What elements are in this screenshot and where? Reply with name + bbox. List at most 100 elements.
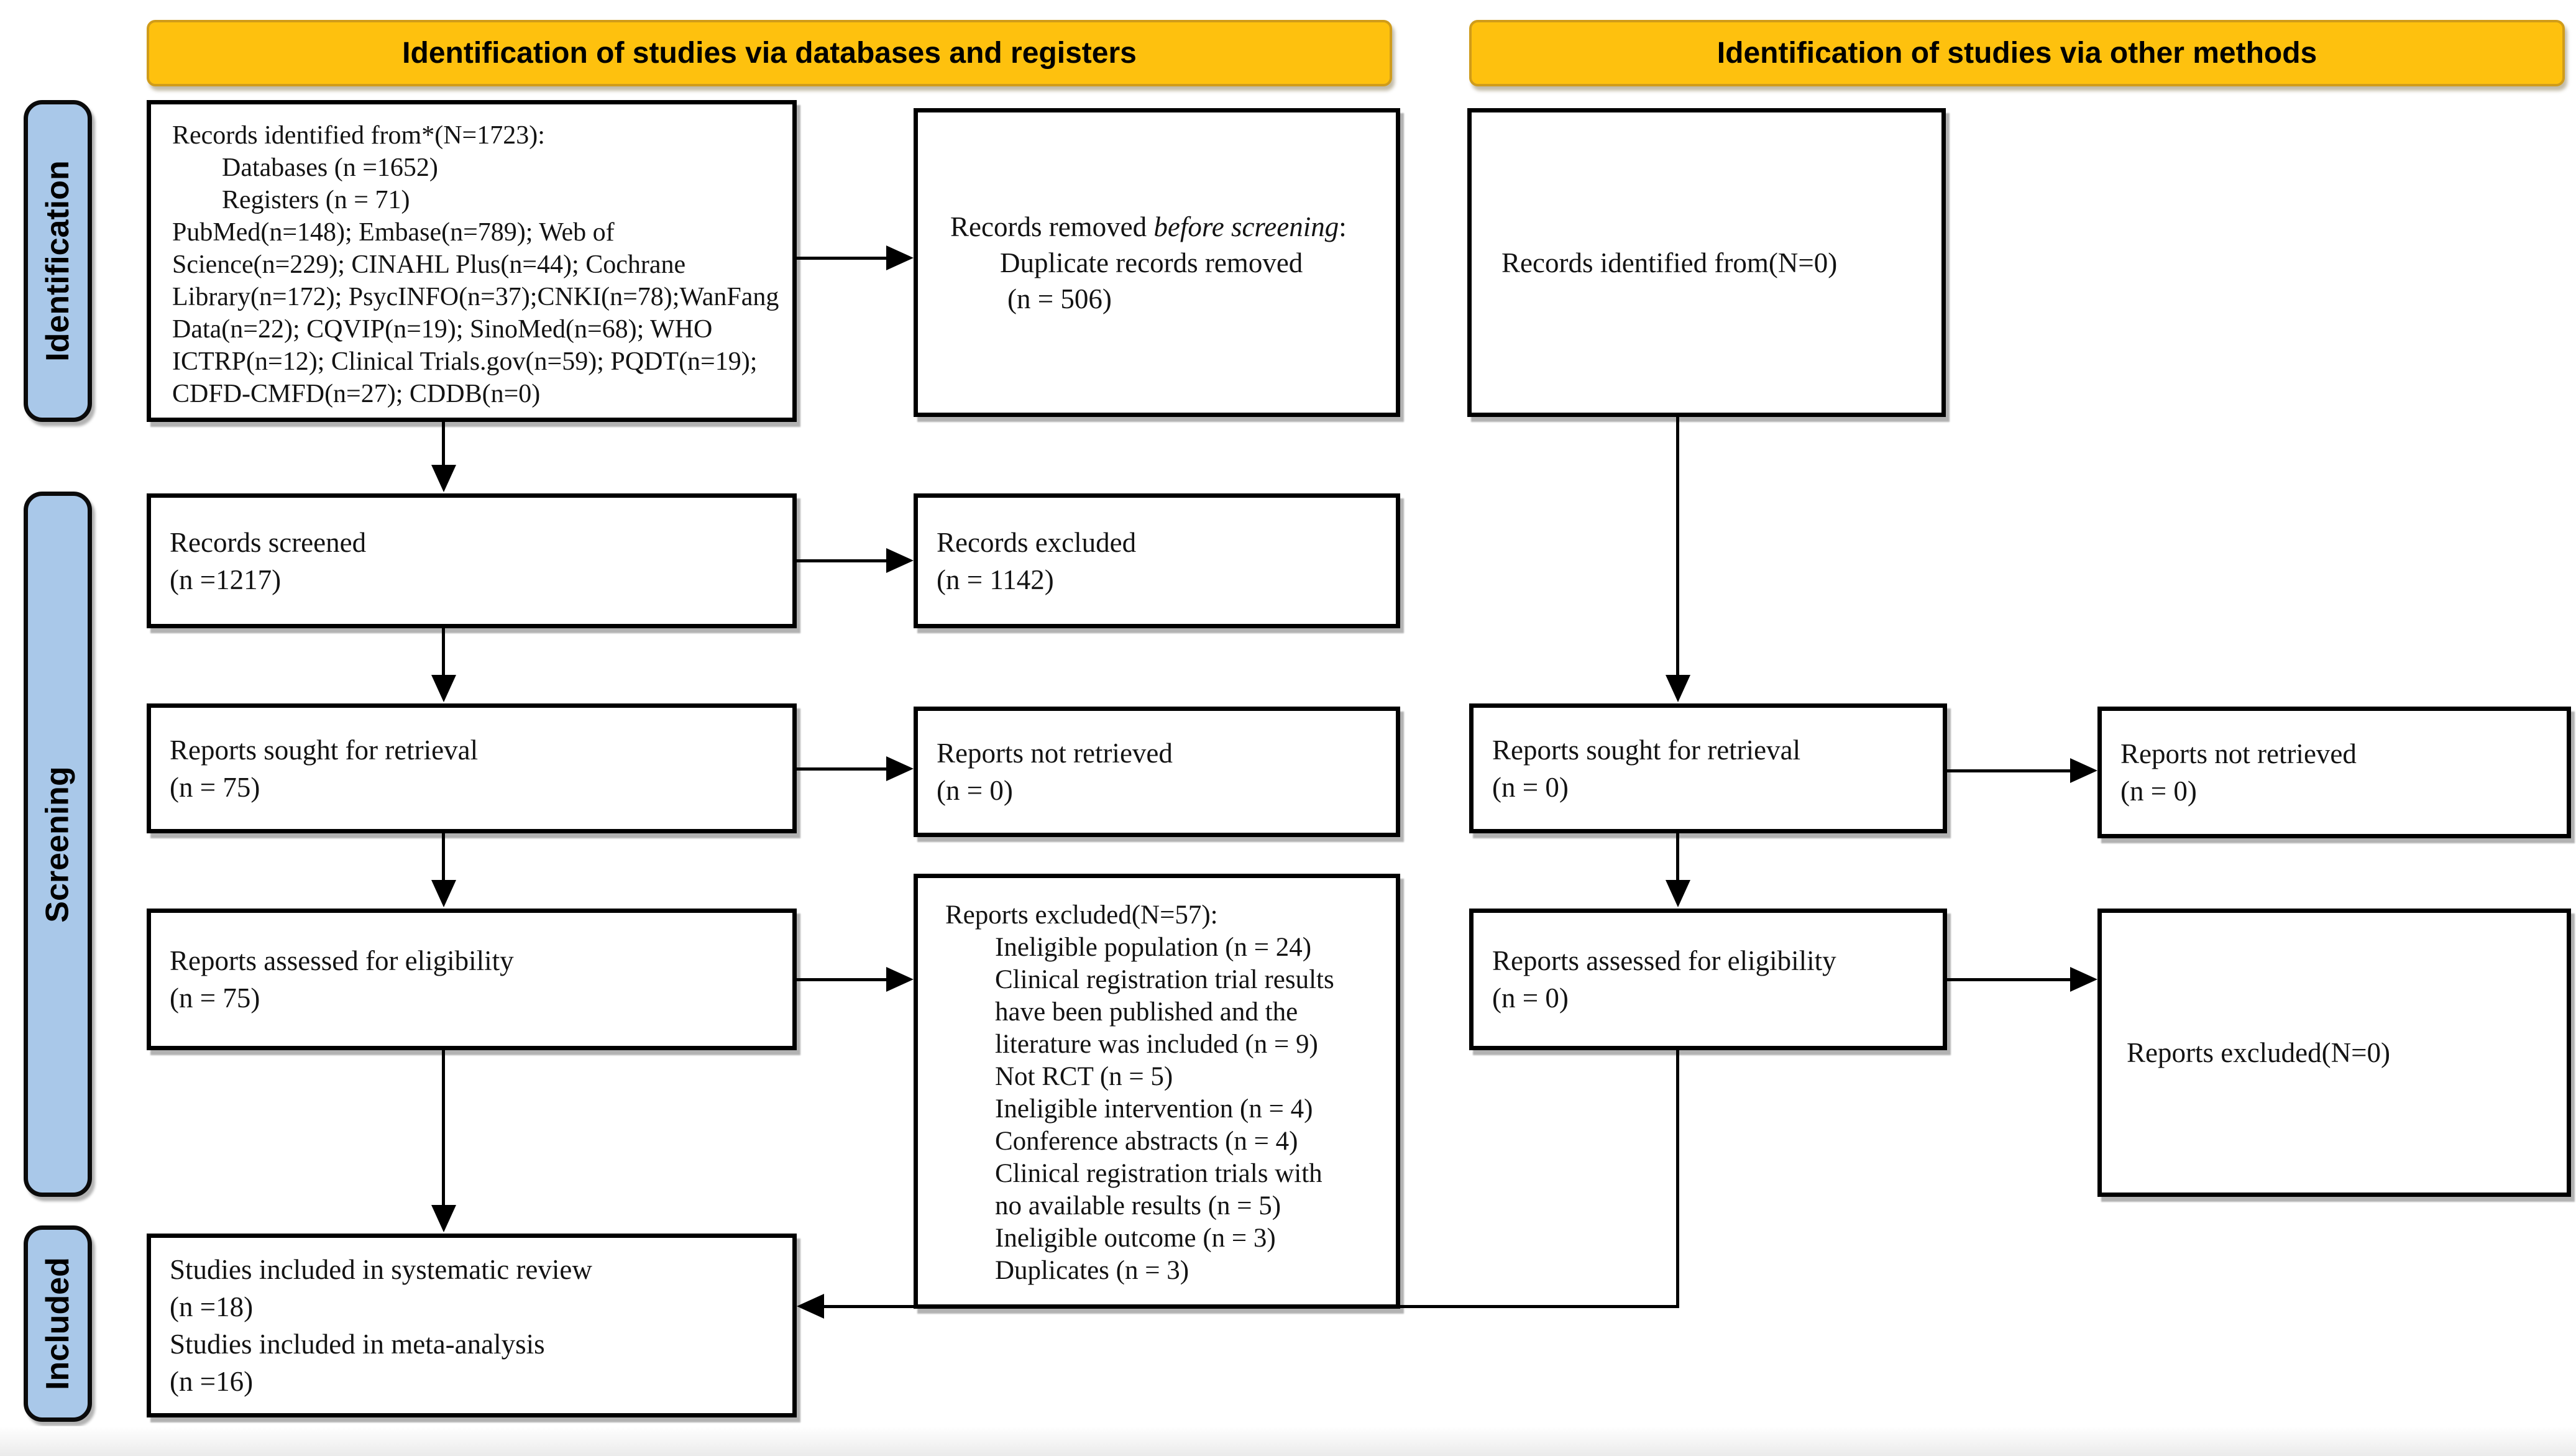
connector-assessed-other-to-excluded-other bbox=[1947, 978, 2071, 981]
connector-screened-to-sought bbox=[442, 628, 445, 677]
text-line: (n = 75) bbox=[170, 982, 260, 1014]
text-line: Conference abstracts (n = 4) bbox=[995, 1127, 1298, 1156]
connector-assessed-other-elbow-horizontal bbox=[820, 1305, 1679, 1308]
arrowhead-sought-to-assessed bbox=[431, 880, 456, 907]
arrowhead-sought-other-to-notretrieved-other bbox=[2070, 758, 2097, 783]
header-databases-registers: Identification of studies via databases … bbox=[147, 20, 1392, 86]
box-records-identified: Records identified from*(N=1723): Databa… bbox=[147, 100, 797, 422]
text-line: (n = 75) bbox=[170, 771, 260, 803]
text-line: Duplicates (n = 3) bbox=[995, 1256, 1189, 1285]
stage-bar-included: Included bbox=[24, 1225, 92, 1422]
stage-bar-identification: Identification bbox=[24, 100, 92, 422]
text-line: Studies included in meta-analysis bbox=[170, 1329, 545, 1360]
arrowhead-assessed-to-excluded bbox=[886, 967, 914, 992]
text-line: Ineligible population (n = 24) bbox=[995, 933, 1312, 962]
box-reports-sought: Reports sought for retrieval (n = 75) bbox=[147, 703, 797, 833]
text-line: Records screened bbox=[170, 526, 367, 558]
arrowhead-assessed-other-to-excluded-other bbox=[2070, 967, 2097, 992]
text-segment-italic: before screening bbox=[1153, 211, 1339, 242]
text-line: Records removed before screening: bbox=[950, 209, 1385, 245]
text-line: Science(n=229); CINAHL Plus(n=44); Cochr… bbox=[172, 250, 686, 279]
text-line: Registers (n = 71) bbox=[222, 186, 410, 214]
box-reports-excluded: Reports excluded(N=57): Ineligible popul… bbox=[914, 874, 1400, 1309]
text-line: Reports sought for retrieval bbox=[1492, 734, 1801, 766]
text-line: ICTRP(n=12); Clinical Trials.gov(n=59); … bbox=[172, 347, 758, 376]
box-reports-excluded-other: Reports excluded(N=0) bbox=[2097, 909, 2571, 1197]
box-records-excluded: Records excluded (n = 1142) bbox=[914, 493, 1400, 628]
stage-included-label: Included bbox=[40, 1257, 76, 1390]
connector-assessed-to-excluded bbox=[797, 978, 887, 981]
connector-identified-to-removed bbox=[797, 257, 887, 260]
text-line: (n =16) bbox=[170, 1366, 254, 1397]
text-line: PubMed(n=148); Embase(n=789); Web of bbox=[172, 218, 615, 247]
text-line: Reports not retrieved bbox=[2120, 738, 2357, 769]
text-line: Clinical registration trials with bbox=[995, 1159, 1322, 1188]
connector-sought-other-to-assessed-other bbox=[1676, 833, 1679, 882]
connector-assessed-to-included bbox=[442, 1050, 445, 1207]
text-line: Records identified from*(N=1723): bbox=[172, 121, 545, 150]
box-reports-sought-other: Reports sought for retrieval (n = 0) bbox=[1469, 703, 1947, 833]
stage-bar-screening: Screening bbox=[24, 492, 92, 1197]
header-other-methods-label: Identification of studies via other meth… bbox=[1717, 37, 2317, 70]
text-segment: Records removed bbox=[950, 211, 1154, 242]
connector-identified-other-to-sought-other bbox=[1676, 417, 1679, 677]
connector-sought-to-assessed bbox=[442, 833, 445, 882]
text-line: Reports sought for retrieval bbox=[170, 734, 479, 766]
stage-identification-label: Identification bbox=[40, 160, 76, 362]
text-line: Reports assessed for eligibility bbox=[170, 945, 514, 976]
text-line: (n = 506) bbox=[1007, 283, 1112, 314]
text-line: (n =1217) bbox=[170, 564, 282, 595]
connector-assessed-other-elbow-vertical bbox=[1676, 1050, 1679, 1308]
text-line: Records excluded bbox=[937, 526, 1137, 558]
box-studies-included: Studies included in systematic review (n… bbox=[147, 1234, 797, 1417]
text-line: have been published and the bbox=[995, 997, 1298, 1027]
text-line: (n = 1142) bbox=[937, 564, 1054, 595]
text-line: Duplicate records removed bbox=[1000, 247, 1303, 278]
text-line: Reports excluded(N=57): bbox=[945, 900, 1218, 930]
text-line: (n = 0) bbox=[1492, 771, 1569, 803]
box-records-removed: Records removed before screening: Duplic… bbox=[914, 108, 1400, 417]
box-records-screened: Records screened (n =1217) bbox=[147, 493, 797, 628]
arrowhead-identified-to-screened bbox=[431, 465, 456, 492]
arrowhead-identified-to-removed bbox=[886, 245, 914, 270]
text-line: (n =18) bbox=[170, 1291, 254, 1322]
box-reports-not-retrieved-other: Reports not retrieved (n = 0) bbox=[2097, 707, 2571, 838]
text-segment: : bbox=[1339, 211, 1347, 242]
box-reports-not-retrieved: Reports not retrieved (n = 0) bbox=[914, 707, 1400, 837]
header-databases-registers-label: Identification of studies via databases … bbox=[402, 37, 1137, 70]
text-line: no available results (n = 5) bbox=[995, 1191, 1281, 1220]
box-records-identified-other: Records identified from(N=0) bbox=[1467, 108, 1946, 417]
arrowhead-identified-other-to-sought-other bbox=[1666, 675, 1690, 702]
connector-sought-to-notretrieved bbox=[797, 767, 887, 771]
text-line: Databases (n =1652) bbox=[222, 153, 438, 182]
arrowhead-screened-to-excluded bbox=[886, 548, 914, 573]
arrowhead-sought-other-to-assessed-other bbox=[1666, 880, 1690, 907]
bottom-gradient-band bbox=[0, 1426, 2576, 1456]
text-line: Reports assessed for eligibility bbox=[1492, 945, 1836, 976]
text-line: Ineligible intervention (n = 4) bbox=[995, 1094, 1313, 1124]
text-line: (n = 0) bbox=[937, 775, 1013, 806]
arrowhead-screened-to-sought bbox=[431, 675, 456, 702]
connector-sought-other-to-notretrieved-other bbox=[1947, 769, 2071, 772]
arrowhead-other-to-included bbox=[797, 1294, 824, 1319]
connector-screened-to-excluded bbox=[797, 559, 887, 562]
text-line: Reports excluded(N=0) bbox=[2127, 1037, 2391, 1068]
text-line: Not RCT (n = 5) bbox=[995, 1062, 1173, 1091]
text-line: Library(n=172); PsycINFO(n=37);CNKI(n=78… bbox=[172, 283, 779, 311]
text-line: Reports not retrieved bbox=[937, 738, 1173, 769]
text-line: Studies included in systematic review bbox=[170, 1254, 592, 1285]
connector-identified-to-screened bbox=[442, 422, 445, 467]
text-line: Data(n=22); CQVIP(n=19); SinoMed(n=68); … bbox=[172, 315, 713, 344]
stage-screening-label: Screening bbox=[40, 766, 76, 923]
text-line: CDFD-CMFD(n=27); CDDB(n=0) bbox=[172, 380, 541, 408]
box-reports-assessed: Reports assessed for eligibility (n = 75… bbox=[147, 909, 797, 1050]
box-reports-assessed-other: Reports assessed for eligibility (n = 0) bbox=[1469, 909, 1947, 1050]
text-line: Ineligible outcome (n = 3) bbox=[995, 1224, 1276, 1253]
text-line: (n = 0) bbox=[2120, 776, 2197, 807]
text-line: Records identified from(N=0) bbox=[1501, 247, 1838, 278]
arrowhead-sought-to-notretrieved bbox=[886, 756, 914, 781]
text-line: literature was included (n = 9) bbox=[995, 1030, 1318, 1059]
text-line: Clinical registration trial results bbox=[995, 965, 1334, 994]
text-line: (n = 0) bbox=[1492, 982, 1569, 1014]
